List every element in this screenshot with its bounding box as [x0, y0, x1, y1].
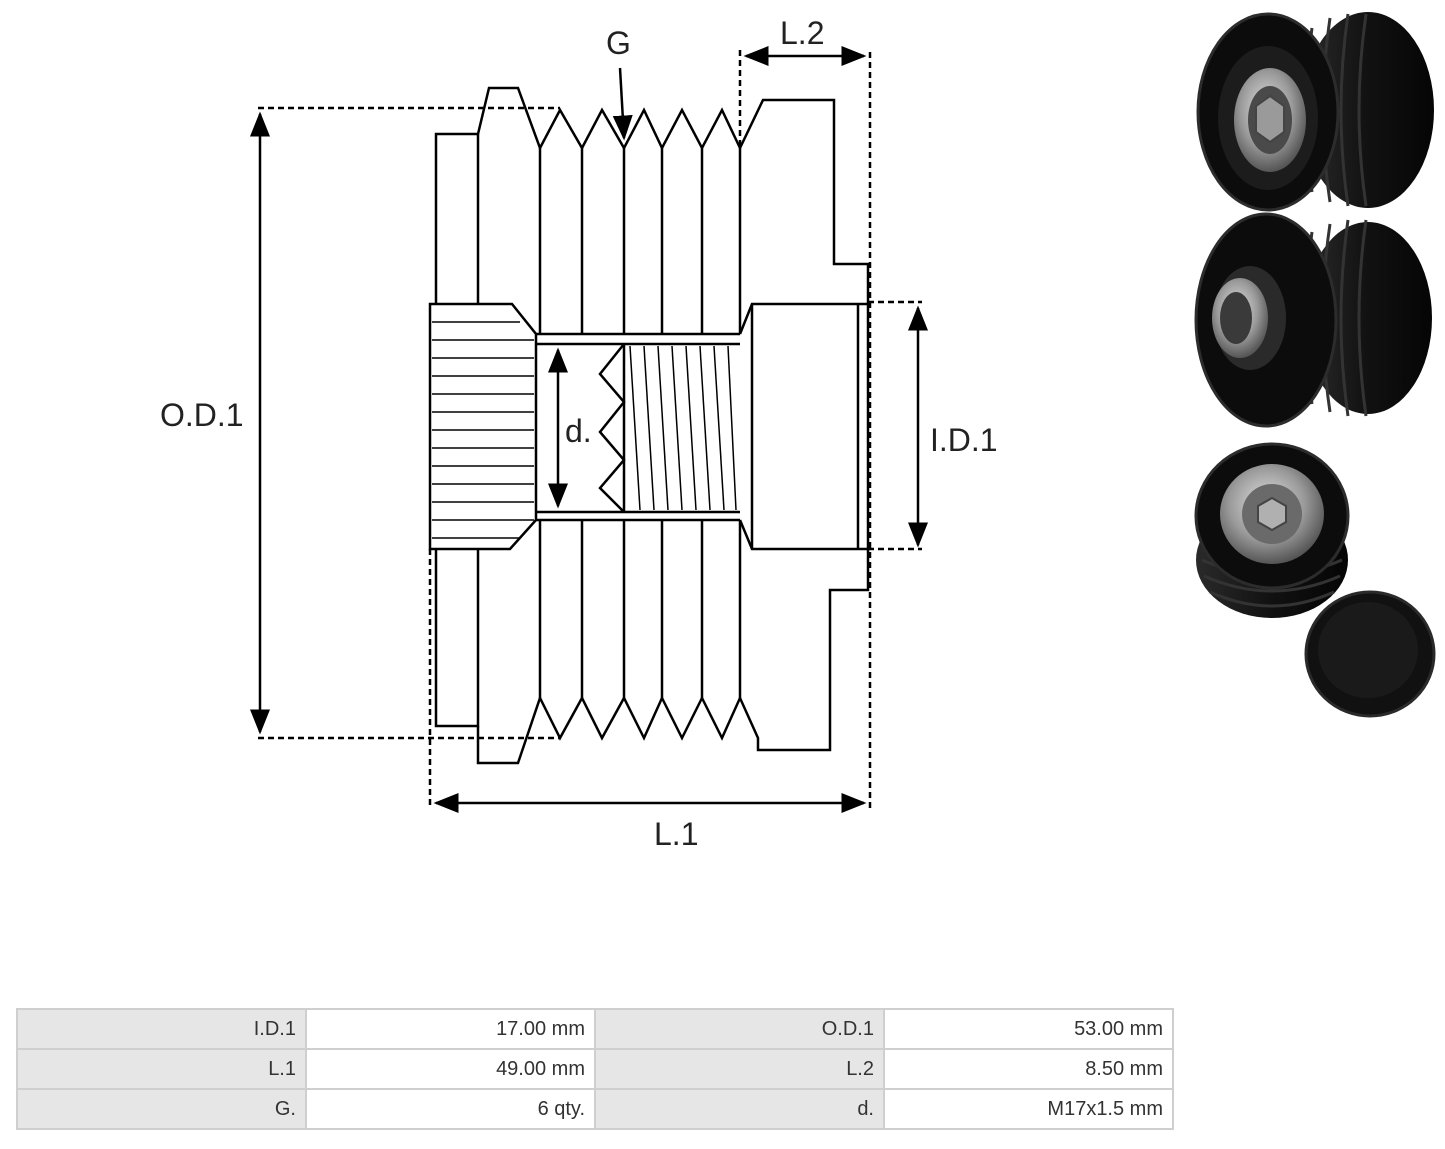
pulley-photo-top [1196, 12, 1434, 212]
spec-label: L.2 [594, 1048, 885, 1090]
g-leader-arrow [612, 67, 633, 141]
spec-value: 53.00 mm [883, 1008, 1174, 1050]
spec-row: G.6 qty.d.M17x1.5 mm [16, 1088, 1174, 1130]
spec-value: M17x1.5 mm [883, 1088, 1174, 1130]
label-od1: O.D.1 [160, 397, 244, 433]
spec-label: I.D.1 [16, 1008, 307, 1050]
spline-hatching [432, 321, 534, 539]
spec-value: 8.50 mm [883, 1048, 1174, 1090]
label-l2: L.2 [780, 15, 824, 51]
label-g: G [606, 25, 631, 61]
spec-value: 17.00 mm [305, 1008, 596, 1050]
pulley-photo-bottom [1194, 442, 1436, 718]
spec-label: G. [16, 1088, 307, 1130]
hex-socket-icon [1255, 94, 1285, 144]
label-id1: I.D.1 [930, 422, 998, 458]
thread-hatching [629, 345, 737, 511]
label-l1: L.1 [654, 816, 698, 852]
pulley-technical-drawing: G L.2 O.D.1 I.D.1 d. L.1 [160, 12, 1436, 852]
pulley-photo-middle [1194, 212, 1432, 428]
spec-value: 49.00 mm [305, 1048, 596, 1090]
spec-value: 6 qty. [305, 1088, 596, 1130]
label-d: d. [565, 413, 592, 449]
spec-label: d. [594, 1088, 885, 1130]
pulley-section-outline [428, 86, 870, 765]
spec-label: O.D.1 [594, 1008, 885, 1050]
spec-label: L.1 [16, 1048, 307, 1090]
dimension-lines [250, 46, 928, 813]
hex-socket-icon [1257, 496, 1287, 532]
